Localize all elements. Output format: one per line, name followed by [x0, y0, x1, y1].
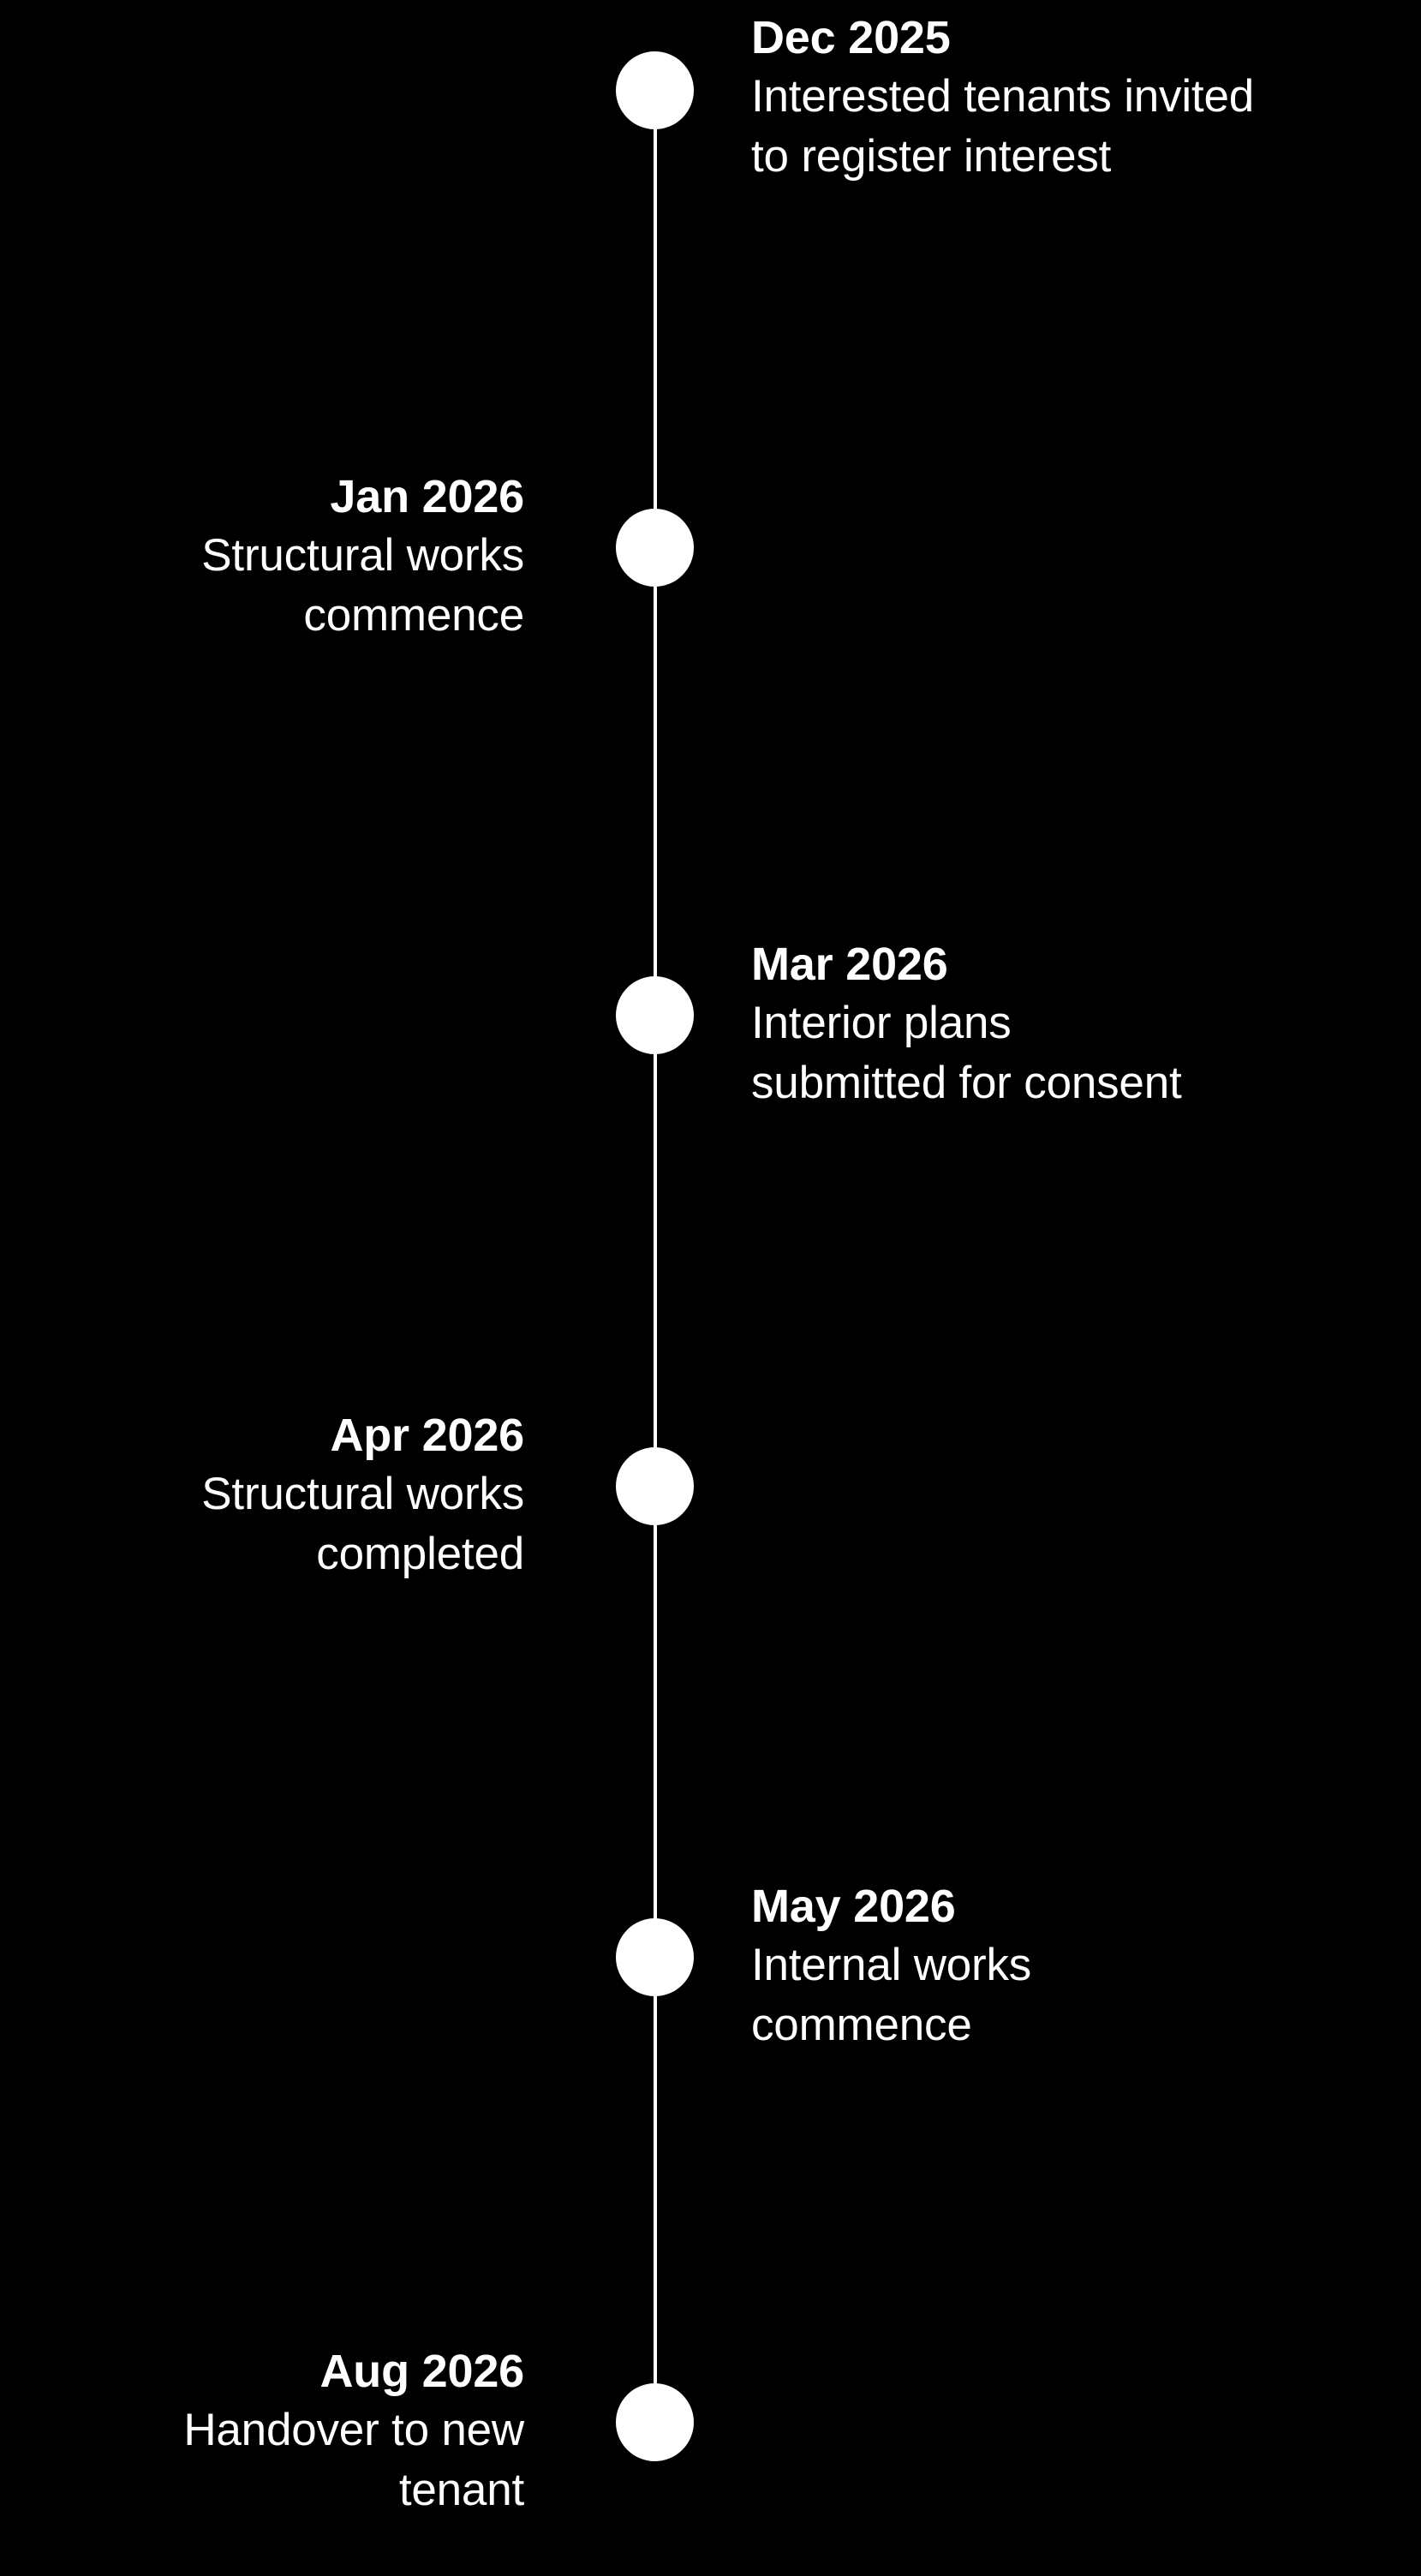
timeline-description-line: to register interest — [751, 131, 1112, 182]
timeline-description-line: completed — [316, 1529, 524, 1579]
timeline-node-jan-2026[interactable] — [616, 509, 694, 587]
timeline-date-may-2026: May 2026 — [751, 1881, 956, 1932]
timeline-description-line: Interior plans — [751, 998, 1012, 1048]
timeline-description-line: Handover to new — [183, 2405, 524, 2455]
timeline-description-jan-2026: Structural works commence — [0, 526, 524, 646]
timeline-description-line: Structural works — [201, 1469, 524, 1519]
timeline-entry-mar-2026: Mar 2026 Interior plans submitted for co… — [751, 935, 1402, 1113]
timeline-date-aug-2026: Aug 2026 — [319, 2346, 525, 2397]
timeline-node-dec-2025[interactable] — [616, 51, 694, 129]
timeline-axis-line — [654, 90, 657, 2422]
timeline-node-mar-2026[interactable] — [616, 976, 694, 1054]
timeline-date-mar-2026: Mar 2026 — [751, 939, 948, 990]
timeline-date-dec-2025: Dec 2025 — [751, 12, 951, 63]
timeline-date-jan-2026: Jan 2026 — [330, 471, 524, 522]
timeline-entry-jan-2026: Jan 2026 Structural works commence — [0, 468, 524, 646]
timeline-description-dec-2025: Interested tenants invited to register i… — [751, 67, 1402, 187]
timeline-description-line: commence — [303, 590, 524, 641]
timeline-entry-dec-2025: Dec 2025 Interested tenants invited to r… — [751, 9, 1402, 187]
timeline-node-may-2026[interactable] — [616, 1918, 694, 1996]
timeline-description-line: Internal works — [751, 1940, 1032, 1990]
timeline-description-aug-2026: Handover to new tenant — [0, 2400, 524, 2520]
timeline-entry-may-2026: May 2026 Internal works commence — [751, 1877, 1402, 2055]
timeline-node-apr-2026[interactable] — [616, 1447, 694, 1525]
timeline-description-line: Structural works — [201, 530, 524, 581]
timeline-description-line: submitted for consent — [751, 1058, 1182, 1108]
timeline-description-line: tenant — [398, 2465, 524, 2515]
timeline-description-mar-2026: Interior plans submitted for consent — [751, 993, 1402, 1113]
timeline-entry-aug-2026: Aug 2026 Handover to new tenant — [0, 2342, 524, 2520]
timeline-description-line: commence — [751, 2000, 972, 2050]
timeline-description-apr-2026: Structural works completed — [0, 1464, 524, 1584]
timeline-description-may-2026: Internal works commence — [751, 1935, 1402, 2055]
timeline-entry-apr-2026: Apr 2026 Structural works completed — [0, 1406, 524, 1584]
timeline-date-apr-2026: Apr 2026 — [330, 1410, 524, 1461]
timeline-description-line: Interested tenants invited — [751, 71, 1255, 122]
timeline-node-aug-2026[interactable] — [616, 2383, 694, 2461]
